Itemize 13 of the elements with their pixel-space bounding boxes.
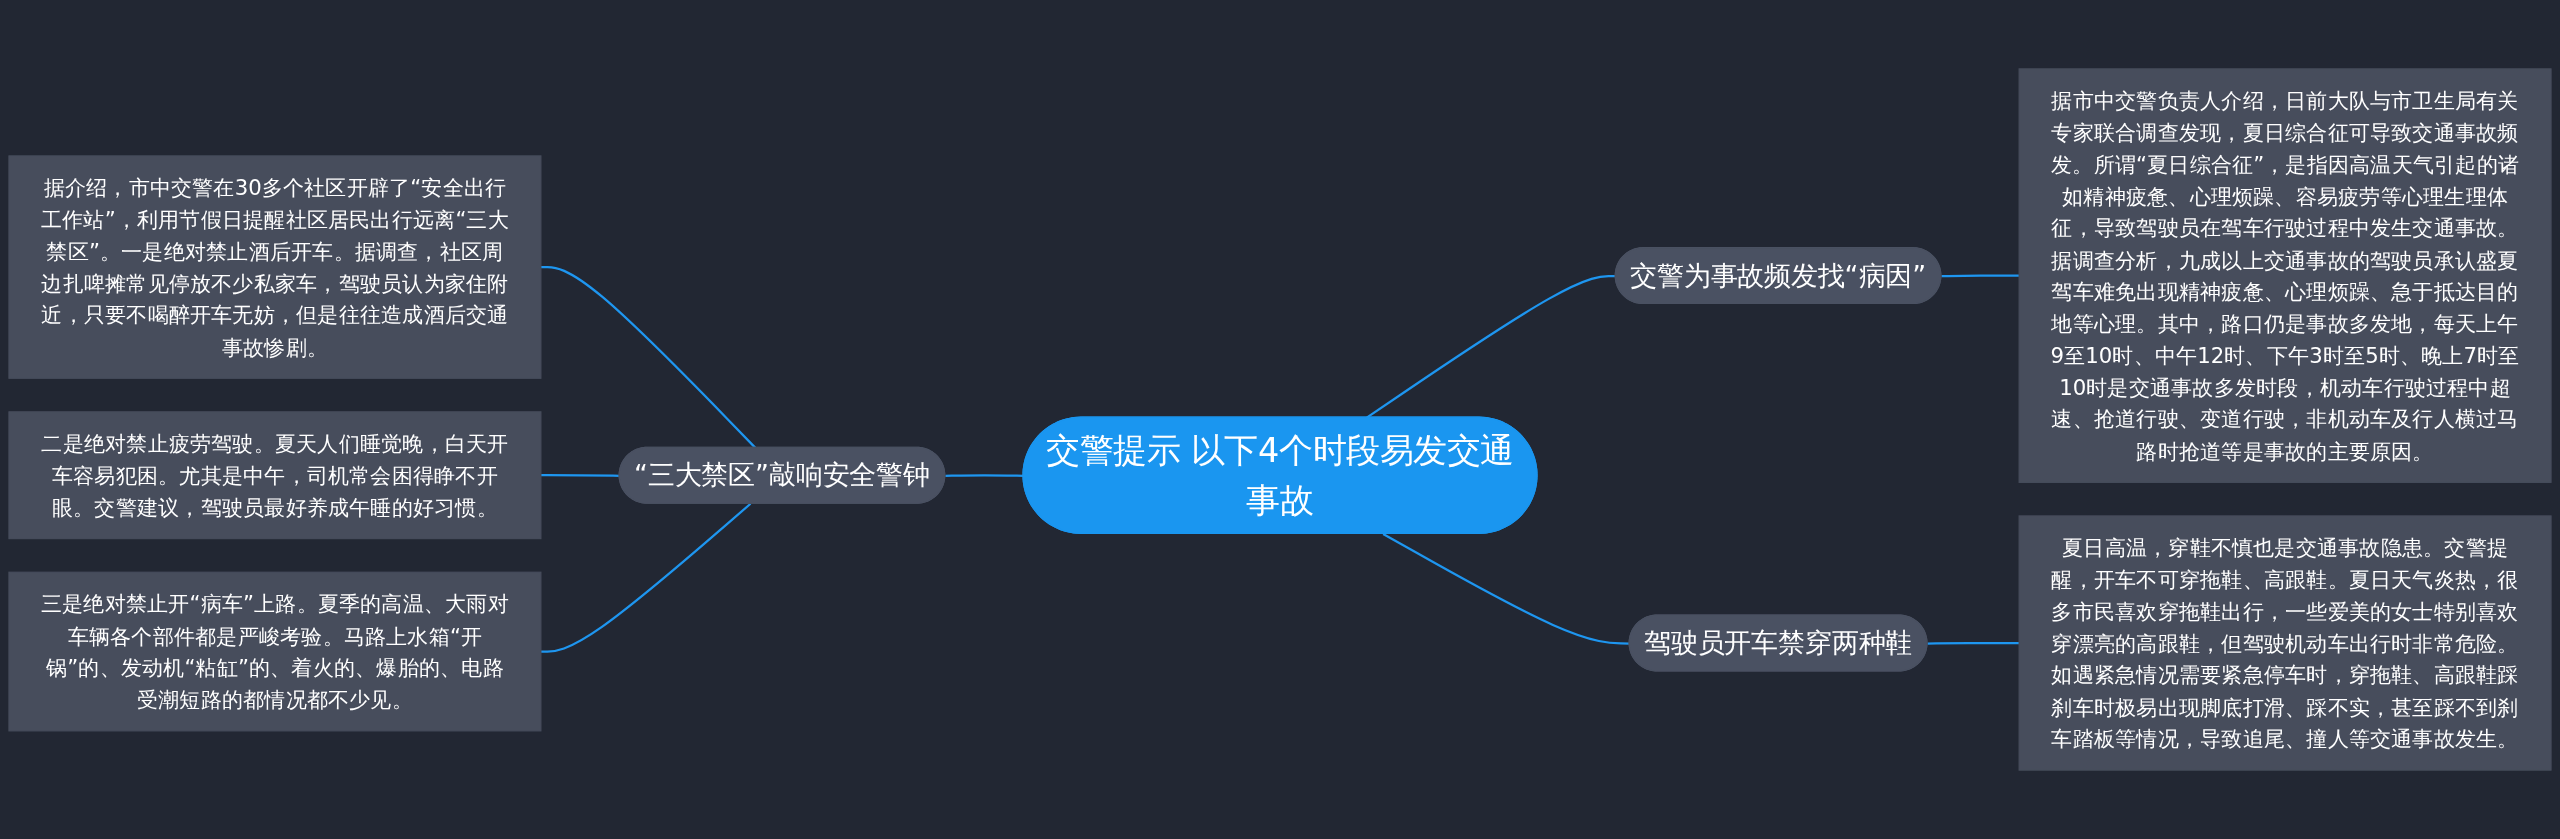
node-box: 三是绝对禁止开“病车”上路。夏季的高温、大雨对车辆各个部件都是严峻考验。马路上水箱“开锅”的、发动机“粘缸”的、着火的、爆胎的、电路受潮短路的都情况都不少见。 — [8, 571, 542, 732]
node-box: 据市中交警负责人介绍，日前大队与市卫生局有关专家联合调查发现，夏日综合征可导致交通事故频发。所谓“夏日综合征”，是指因高温天气引起的诸如精神疲惫、心理烦躁、容易疲劳等心理生理体征，导致驾驶员在驾车行驶过程中发生交通事故。据调查分析，九成以上交通事故的驾驶员承认盛夏驾车难免出现精神疲惫、心理烦躁、急于抵达目的地等心理。其中，路口仍是事故多发地，每天上午9至10时、中午12时、下午3时至5时、晚上7时至10时是交通事故多发时段，机动车行驶过程中超速、抢道行驶、变道行驶，非机动车及行人横过马路时抢道等是事故的主要原因。 — [2018, 68, 2552, 483]
node-box: 二是绝对禁止疲劳驾驶。夏天人们睡觉晚，白天开车容易犯困。尤其是中午，司机常会困得睁不开眼。交警建议，驾驶员最好养成午睡的好习惯。 — [8, 411, 542, 540]
connector — [1941, 274, 2020, 278]
connector — [945, 474, 1024, 477]
connector — [540, 265, 757, 449]
connector — [1382, 532, 1630, 645]
connector — [1927, 641, 2020, 645]
node-box: 夏日高温，穿鞋不慎也是交通事故隐患。交警提醒，开车不可穿拖鞋、高跟鞋。夏日天气炎热，很多市民喜欢穿拖鞋出行，一些爱美的女士特别喜欢穿漂亮的高跟鞋，但驾驶机动车出行时非常危险。如遇紧急情况需要紧急停车时，穿拖鞋、高跟鞋踩刹车时极易出现脚底打滑、踩不实，甚至踩不到刹车踏板等情况，导致追尾、撞人等交通事故发生。 — [2018, 515, 2552, 771]
connector — [1366, 274, 1616, 419]
connector — [540, 502, 752, 653]
connector — [540, 474, 620, 477]
node-box: 据介绍，市中交警在30多个社区开辟了“安全出行工作站”，利用节假日提醒社区居民出行远离“三大禁区”。一是绝对禁止酒后开车。据调查，社区周边扎啤摊常见停放不少私家车，驾驶员认为家住附近，只要不喝醉开车无妨，但是往往造成酒后交通事故惨剧。 — [8, 155, 542, 379]
